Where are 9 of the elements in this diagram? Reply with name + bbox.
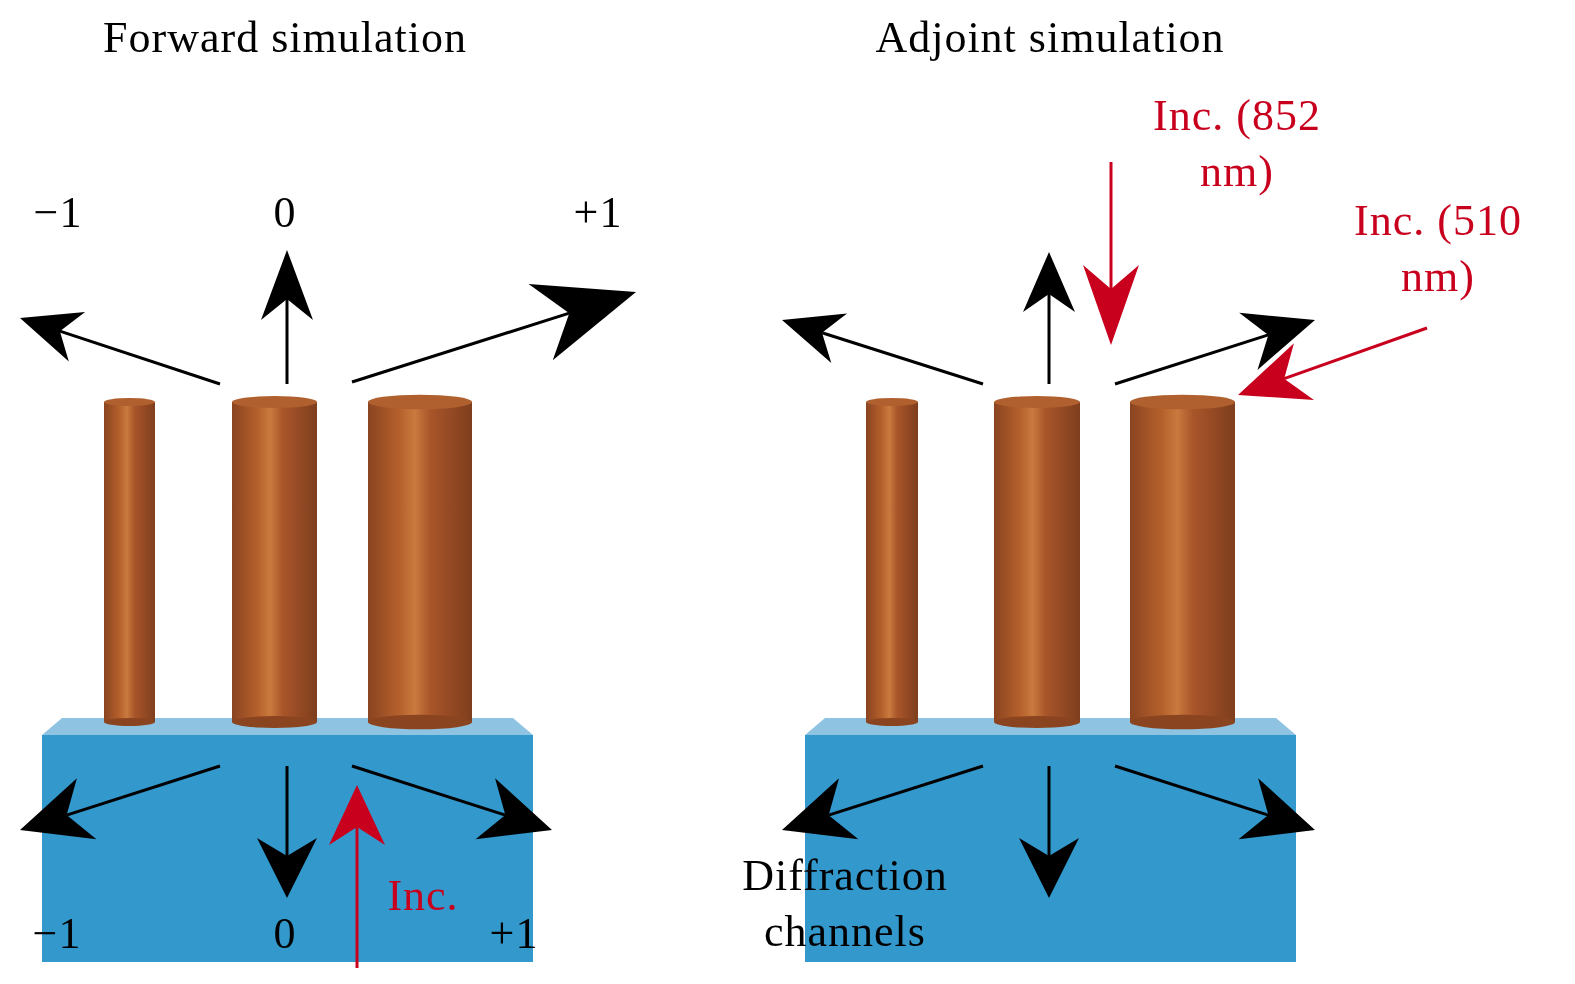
incident-label: Inc.: [386, 870, 460, 922]
panel-title: Adjoint simulation: [874, 12, 1226, 64]
order-label: 0: [272, 187, 298, 239]
order-label: −1: [32, 187, 84, 239]
panel-title: Forward simulation: [102, 12, 468, 64]
order-label: +1: [572, 187, 624, 239]
order-label: 0: [272, 908, 298, 960]
incident-label: Inc. (852 nm): [1152, 90, 1322, 198]
incident-label: Inc. (510 nm): [1353, 195, 1523, 303]
